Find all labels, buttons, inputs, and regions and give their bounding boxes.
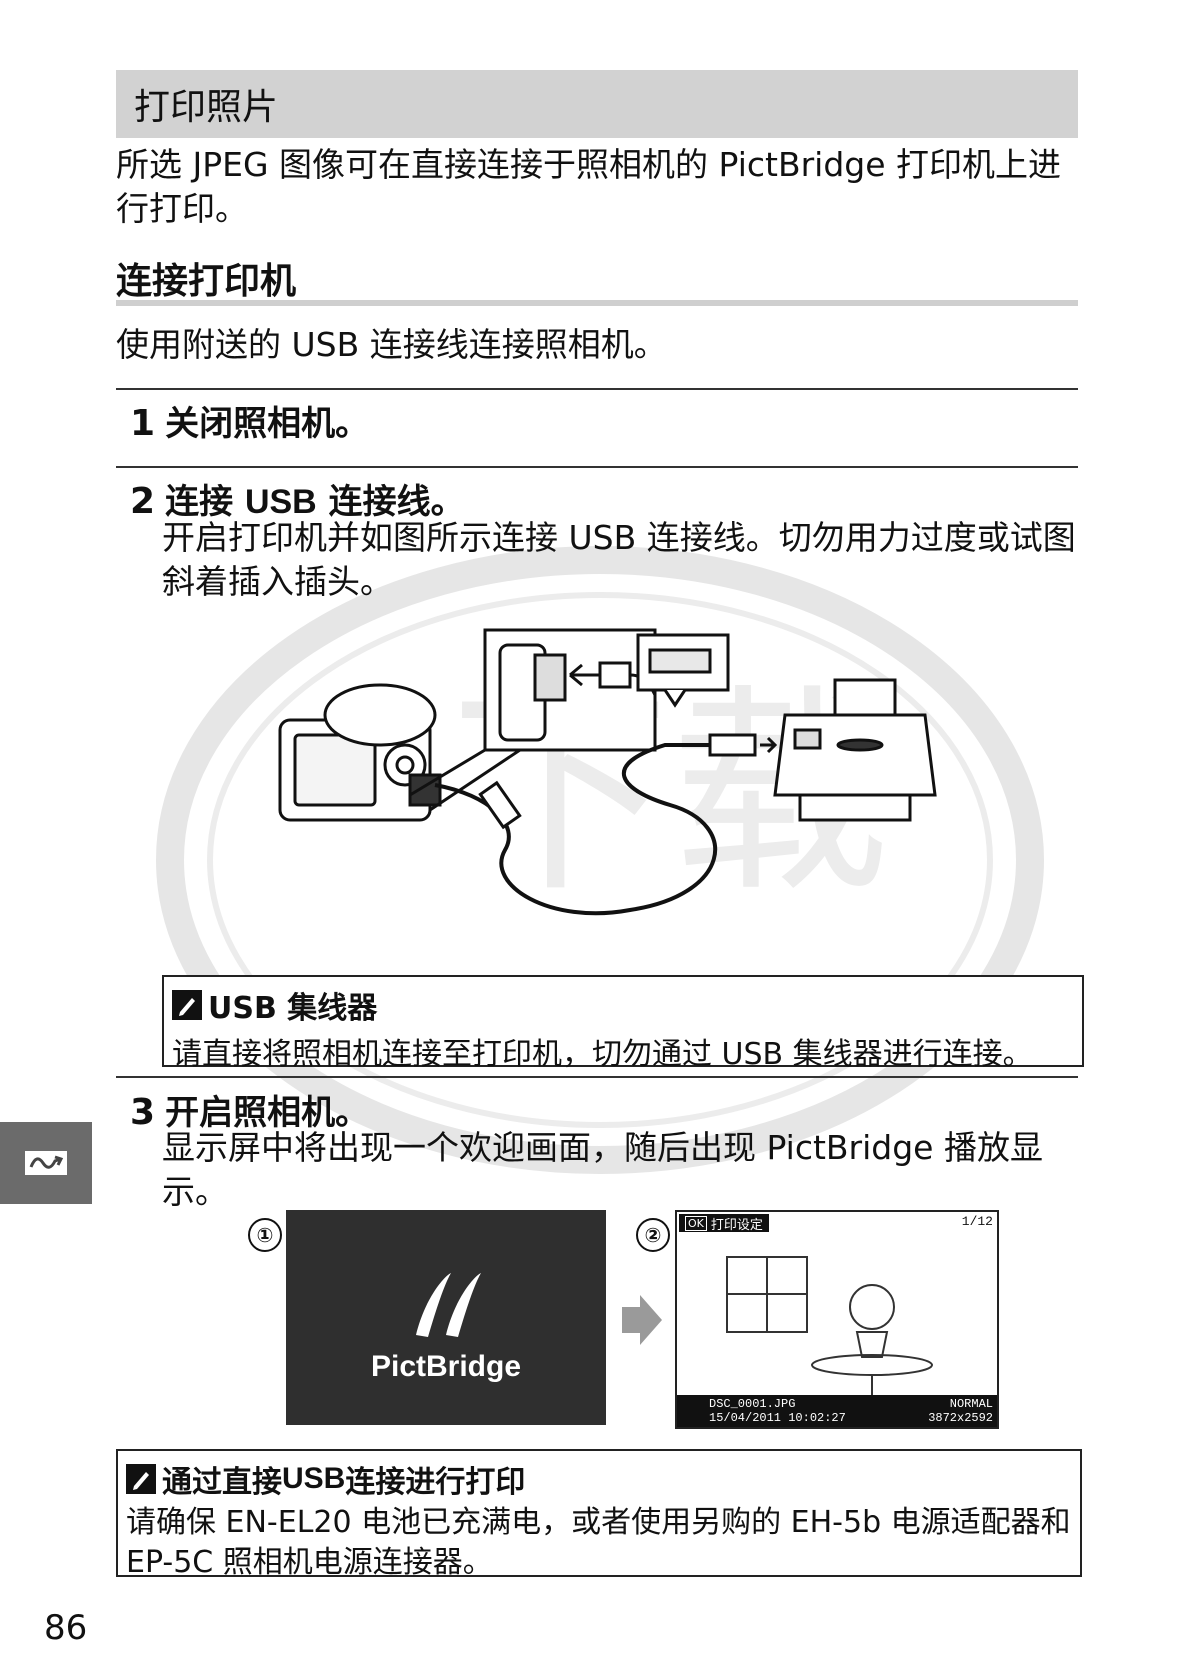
divider — [116, 466, 1078, 468]
note-title: USB 集线器 — [164, 977, 1082, 1027]
image-quality: NORMAL — [949, 1397, 993, 1411]
marker-2: ② — [636, 1218, 670, 1252]
pencil-icon — [172, 990, 202, 1020]
pictbridge-logo-icon — [416, 1273, 481, 1337]
marker-1: ① — [248, 1218, 282, 1252]
step-number: 3 — [130, 1092, 156, 1133]
step-2: 2 连接 USB 连接线。 — [130, 474, 465, 523]
info-bar: DSC_0001.JPG 15/04/2011 10:02:27 NORMAL … — [677, 1395, 997, 1427]
step-number: 2 — [130, 481, 156, 522]
print-setup-tab: OK 打印设定 — [679, 1214, 769, 1233]
section-text: 使用附送的 USB 连接线连接照相机。 — [116, 325, 667, 364]
section-tab — [0, 1122, 92, 1204]
step-1: 1 关闭照相机。 — [130, 396, 369, 445]
usb-connection-illustration — [278, 628, 937, 916]
ok-label: OK — [685, 1215, 707, 1231]
note-body: 请确保 EN-EL20 电池已充满电，或者使用另购的 EH-5b 电源适配器和 … — [126, 1505, 1071, 1580]
section-rule — [116, 300, 1078, 306]
note-direct-usb: 通过直接 USB 连接进行打印 请确保 EN-EL20 电池已充满电，或者使用另… — [116, 1449, 1082, 1580]
usb-plug-callout — [636, 633, 730, 708]
print-setup-label: 打印设定 — [710, 1217, 763, 1233]
step-3-body: 显示屏中将出现一个欢迎画面，随后出现 PictBridge 播放显示。 — [162, 1128, 1043, 1211]
page-title-bar: 打印照片 — [116, 70, 1078, 138]
step-title: 开启照相机。 — [165, 1093, 370, 1133]
note-usb-hub: USB 集线器 请直接将照相机连接至打印机，切勿通过 USB 集线器进行连接。 — [162, 975, 1084, 1072]
step-title: 连接 USB 连接线。 — [165, 482, 465, 522]
date-time: 15/04/2011 10:02:27 — [709, 1411, 846, 1425]
pencil-icon — [126, 1464, 156, 1494]
note-title: 通过直接 USB 连接进行打印 — [118, 1451, 1080, 1501]
pictbridge-welcome-screen: PictBridge — [286, 1210, 606, 1425]
step-number: 1 — [130, 403, 156, 444]
sample-photo-illustration — [726, 1256, 933, 1397]
file-name: DSC_0001.JPG — [709, 1397, 796, 1411]
section-heading: 连接打印机 — [116, 261, 297, 302]
port-closeup — [409, 628, 657, 812]
step-2-body: 开启打印机并如图所示连接 USB 连接线。切勿用力过度或试图斜着插入插头。 — [162, 518, 1076, 601]
step-3: 3 开启照相机。 — [130, 1085, 369, 1134]
pictbridge-logo-text: PictBridge — [370, 1350, 522, 1383]
step-title: 关闭照相机。 — [165, 404, 370, 444]
camera-illustration — [278, 683, 442, 822]
note-body: 请直接将照相机连接至打印机，切勿通过 USB 集线器进行连接。 — [172, 1037, 1033, 1072]
pictbridge-playback-screen: OK 打印设定 1/12 DSC_0001.JPG 15/04/2011 10:… — [675, 1210, 999, 1429]
page-title: 打印照片 — [134, 87, 279, 128]
intro-paragraph: 所选 JPEG 图像可在直接连接于照相机的 PictBridge 打印机上进行打… — [116, 145, 1062, 228]
divider — [116, 388, 1078, 390]
usb-plug — [708, 733, 757, 757]
image-size: 3872x2592 — [928, 1411, 993, 1425]
page-number: 86 — [44, 1608, 88, 1648]
ferrite-core — [478, 780, 522, 830]
connection-icon — [25, 1151, 67, 1175]
divider — [116, 1076, 1078, 1078]
arrow-right-icon — [622, 1295, 662, 1345]
printer-illustration — [773, 678, 937, 822]
usb-cable — [434, 743, 718, 916]
image-counter: 1/12 — [961, 1214, 993, 1229]
